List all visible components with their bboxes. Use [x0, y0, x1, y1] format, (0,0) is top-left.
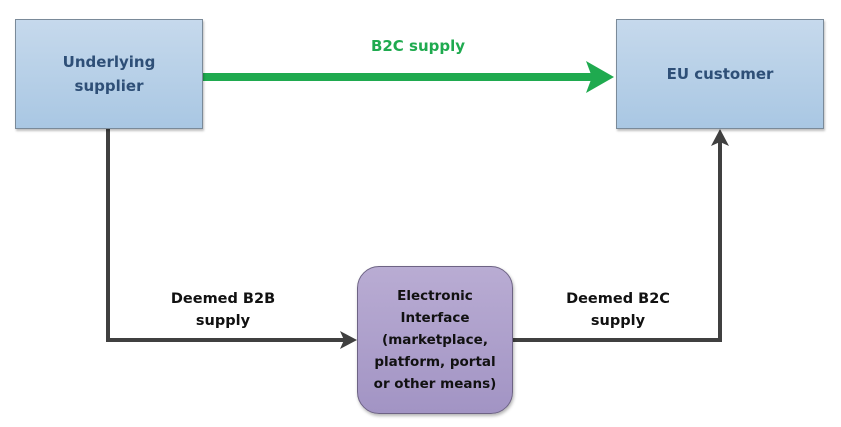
- deemed-b2b-label: Deemed B2B supply: [143, 288, 303, 332]
- deemed-b2b-arrowhead-icon: [340, 331, 357, 349]
- eu-customer-node: EU customer: [616, 19, 824, 129]
- deemed-b2c-arrowhead-icon: [711, 129, 729, 146]
- node-label-line: platform, portal: [374, 354, 496, 370]
- deemed-b2c-label: Deemed B2C supply: [538, 288, 698, 332]
- node-label-line: (marketplace,: [382, 332, 488, 348]
- node-label-line: Interface: [400, 310, 470, 326]
- node-label-line: EU customer: [666, 65, 774, 83]
- edge-label-line: Deemed B2C: [566, 291, 670, 307]
- deemed-b2c-connector: [513, 139, 722, 342]
- node-label-line: supplier: [74, 77, 144, 95]
- underlying-supplier-node: Underlying supplier: [15, 19, 203, 129]
- deemed-b2b-connector: [106, 129, 347, 342]
- b2c-supply-label: B2C supply: [370, 37, 466, 55]
- node-label-line: Underlying: [62, 53, 156, 71]
- node-label-line: Electronic: [397, 288, 473, 304]
- edge-label-line: Deemed B2B: [170, 291, 276, 307]
- edge-label-line: supply: [195, 313, 251, 329]
- b2c-supply-arrow: [195, 61, 614, 93]
- edge-label-line: supply: [590, 313, 646, 329]
- b2c-arrowhead-icon: [586, 61, 614, 93]
- electronic-interface-node: Electronic Interface (marketplace, platf…: [357, 266, 513, 414]
- node-label-line: or other means): [373, 376, 497, 392]
